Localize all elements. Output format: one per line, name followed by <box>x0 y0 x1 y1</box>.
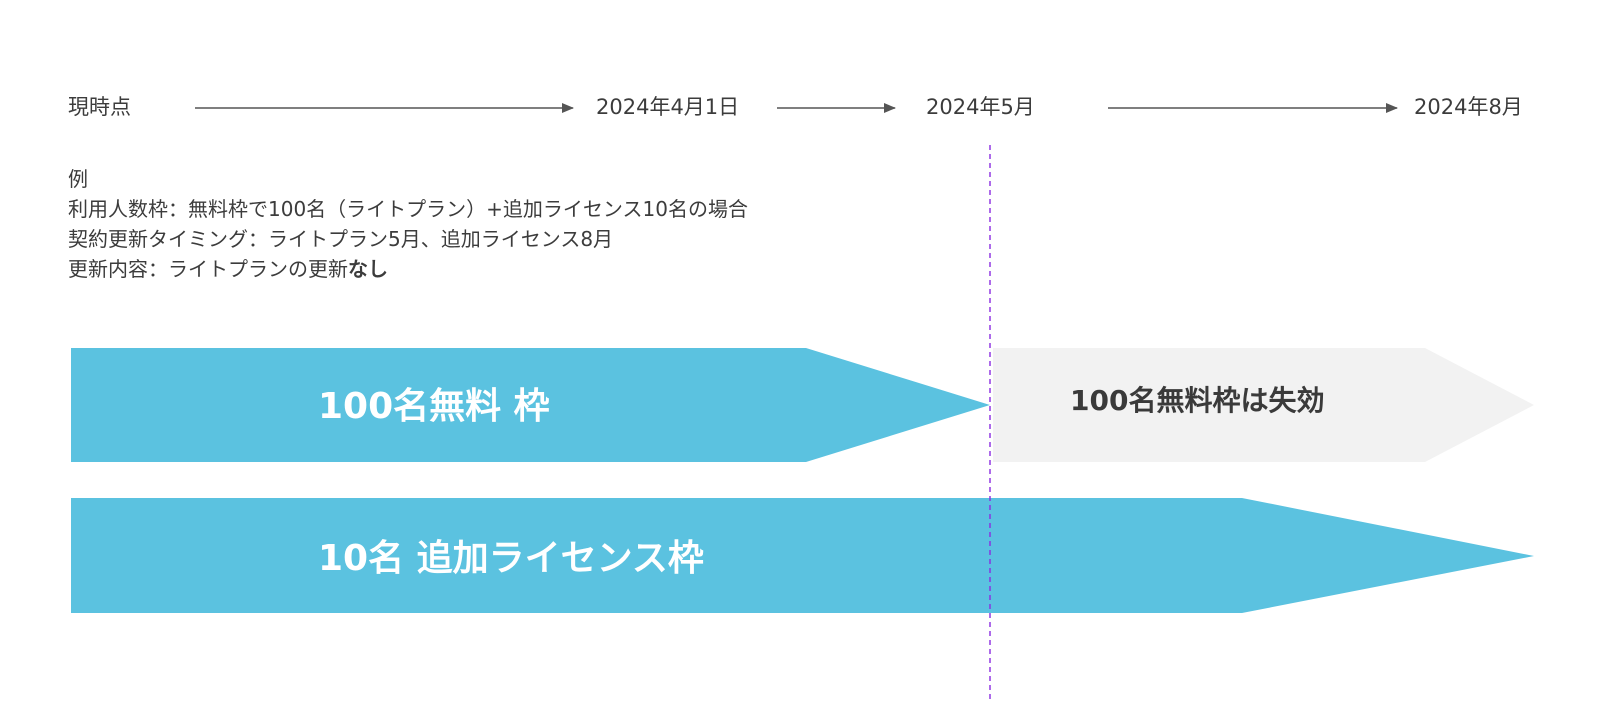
addon-license-bar <box>71 498 1534 613</box>
timeline-label-now: 現時点 <box>68 95 131 119</box>
notes-content-emphasis: なし <box>348 257 388 281</box>
timeline-label-may: 2024年5月 <box>926 95 1035 119</box>
expired-quota-label: 100名無料枠は失効 <box>1070 384 1325 417</box>
notes-content: 更新内容：ライトプランの更新なし <box>68 254 748 284</box>
notes-usage: 利用人数枠：無料枠で100名（ライトプラン）+追加ライセンス10名の場合 <box>68 197 748 221</box>
addon-license-label: 10名 追加ライセンス枠 <box>318 538 704 579</box>
notes-content-prefix: 更新内容：ライトプランの更新 <box>68 257 348 281</box>
timeline-label-august: 2024年8月 <box>1414 95 1523 119</box>
free-quota-label: 100名無料 枠 <box>318 386 550 427</box>
example-notes: 例 利用人数枠：無料枠で100名（ライトプラン）+追加ライセンス10名の場合 契… <box>68 164 748 284</box>
timeline-label-april: 2024年4月1日 <box>596 95 740 119</box>
notes-heading: 例 <box>68 167 88 191</box>
notes-renewal: 契約更新タイミング：ライトプラン5月、追加ライセンス8月 <box>68 227 614 251</box>
